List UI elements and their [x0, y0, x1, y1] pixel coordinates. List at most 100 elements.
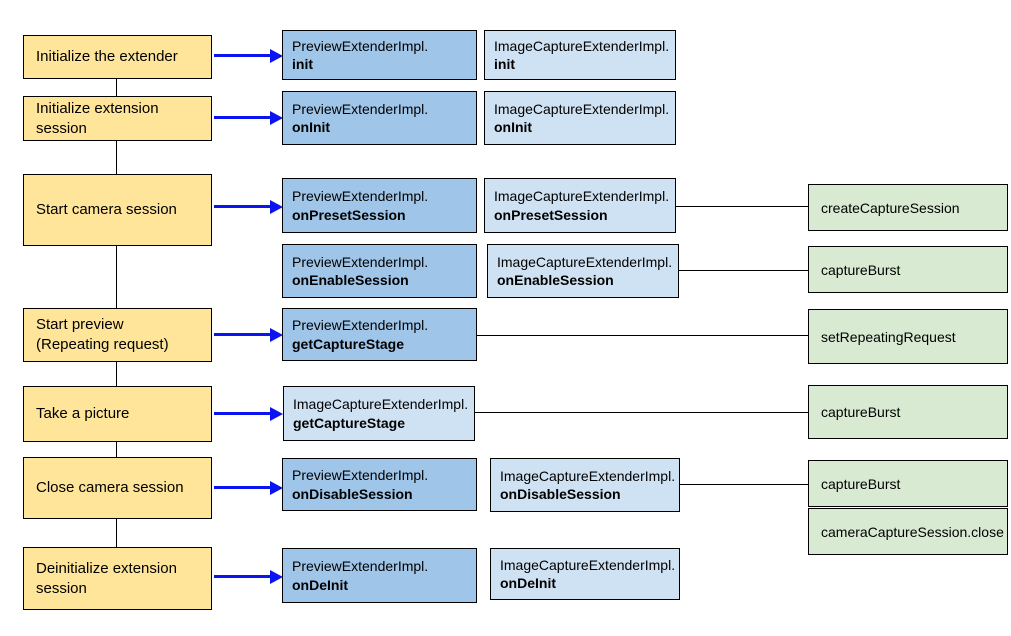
preview-extender-box-ondisablesession: PreviewExtenderImpl.onDisableSession [282, 458, 477, 511]
arrow-shaft [214, 412, 272, 415]
connector-line [475, 412, 808, 413]
camera2-box-createcapturesession: createCaptureSession [808, 184, 1008, 231]
image-capture-extender-box-onpresetsession: ImageCaptureExtenderImpl.onPresetSession [484, 178, 676, 233]
camera2-box-captureburst-1: captureBurst [808, 246, 1008, 293]
class-name: PreviewExtenderImpl. [292, 37, 429, 54]
class-name: PreviewExtenderImpl. [292, 253, 429, 270]
action-label: Deinitialize extension session [36, 559, 177, 597]
preview-extender-box-ondeinit: PreviewExtenderImpl.onDeInit [282, 548, 477, 603]
arrow-head [270, 570, 283, 584]
connector-line [116, 442, 117, 457]
camera2-label: cameraCaptureSession.close [821, 523, 1004, 540]
action-label: Initialize extension session [36, 99, 159, 137]
flow-arrow-icon [214, 481, 283, 495]
arrow-head [270, 111, 283, 125]
preview-extender-box-oninit: PreviewExtenderImpl. onInit [282, 91, 477, 145]
method-name: onDeInit [292, 576, 348, 593]
method-name: onInit [292, 119, 331, 135]
class-name: ImageCaptureExtenderImpl. [494, 100, 670, 117]
camera2-box-cameracapturesession-close: cameraCaptureSession.close [808, 508, 1008, 555]
image-capture-extender-box-init: ImageCaptureExtenderImpl. init [484, 30, 676, 80]
flow-arrow-icon [214, 49, 283, 63]
arrow-head [270, 200, 283, 214]
class-name: ImageCaptureExtenderImpl. [500, 556, 676, 573]
preview-extender-box-onpresetsession: PreviewExtenderImpl.onPresetSession [282, 178, 477, 233]
camera2-label: createCaptureSession [821, 199, 960, 216]
method-name: init [292, 56, 313, 72]
method-name: onDisableSession [500, 486, 621, 502]
method-name: onEnableSession [292, 272, 409, 288]
action-box-start-preview: Start preview (Repeating request) [23, 308, 212, 362]
class-name: PreviewExtenderImpl. [292, 188, 429, 205]
connector-line [116, 79, 117, 96]
camera2-label: captureBurst [821, 261, 901, 278]
action-label: Initialize the extender [36, 48, 178, 66]
connector-line [116, 141, 117, 174]
camera2-label: captureBurst [821, 404, 901, 420]
flow-arrow-icon [214, 570, 283, 584]
image-capture-extender-box-onenablesession: ImageCaptureExtenderImpl. onEnableSession [487, 244, 679, 298]
arrow-head [270, 49, 283, 63]
action-box-take-a-picture: Take a picture [23, 386, 212, 442]
flow-arrow-icon [214, 328, 283, 342]
method-name: onPresetSession [292, 206, 406, 223]
preview-extender-box-getcapturestage: PreviewExtenderImpl.getCaptureStage [282, 308, 477, 361]
action-box-start-camera-session: Start camera session [23, 174, 212, 246]
connector-line [477, 335, 808, 336]
arrow-shaft [214, 54, 272, 57]
class-name: PreviewExtenderImpl. [292, 100, 429, 117]
camera2-label: setRepeatingRequest [821, 328, 956, 345]
image-capture-extender-box-ondisablesession: ImageCaptureExtenderImpl. onDisableSessio… [490, 458, 680, 512]
action-box-initialize-extension-session: Initialize extension session [23, 96, 212, 141]
camera2-box-setrepeatingrequest: setRepeatingRequest [808, 309, 1008, 364]
arrow-head [270, 407, 283, 421]
connector-line [116, 362, 117, 386]
method-name: onDisableSession [292, 485, 413, 502]
method-name: getCaptureStage [293, 414, 406, 431]
method-name: onInit [494, 119, 533, 135]
connector-line [680, 484, 808, 485]
method-name: init [494, 56, 515, 72]
action-label: Close camera session [36, 479, 184, 497]
class-name: ImageCaptureExtenderImpl. [494, 37, 670, 54]
preview-extender-box-init: PreviewExtenderImpl. init [282, 30, 477, 80]
arrow-head [270, 328, 283, 342]
class-name: ImageCaptureExtenderImpl. [497, 253, 673, 270]
flow-arrow-icon [214, 111, 283, 125]
image-capture-extender-box-oninit: ImageCaptureExtenderImpl. onInit [484, 91, 676, 145]
class-name: PreviewExtenderImpl. [292, 558, 429, 575]
image-capture-extender-box-ondeinit: ImageCaptureExtenderImpl. onDeInit [490, 548, 680, 600]
camera2-box-captureburst-2: captureBurst [808, 385, 1008, 439]
arrow-shaft [214, 205, 272, 208]
action-box-close-camera-session: Close camera session [23, 457, 212, 519]
camera2-label: captureBurst [821, 475, 901, 492]
action-label: Start camera session [36, 201, 177, 219]
connector-line [676, 206, 808, 207]
connector-line [679, 270, 808, 271]
method-name: onDeInit [500, 575, 556, 591]
arrow-shaft [214, 486, 272, 489]
method-name: getCaptureStage [292, 335, 405, 352]
connector-line [116, 519, 117, 547]
action-label: Start preview (Repeating request) [36, 316, 169, 353]
method-name: onPresetSession [494, 206, 608, 223]
class-name: ImageCaptureExtenderImpl. [500, 467, 676, 484]
image-capture-extender-box-getcapturestage: ImageCaptureExtenderImpl.getCaptureStage [283, 386, 475, 441]
flow-arrow-icon [214, 407, 283, 421]
flow-arrow-icon [214, 200, 283, 214]
arrow-shaft [214, 116, 272, 119]
action-box-deinitialize-extension-session: Deinitialize extension session [23, 547, 212, 610]
action-label: Take a picture [36, 405, 130, 423]
method-name: onEnableSession [497, 272, 614, 288]
arrow-shaft [214, 575, 272, 578]
class-name: PreviewExtenderImpl. [292, 317, 429, 334]
camera2-box-captureburst-3: captureBurst [808, 460, 1008, 507]
arrow-head [270, 481, 283, 495]
class-name: PreviewExtenderImpl. [292, 467, 429, 484]
connector-line [116, 246, 117, 308]
class-name: ImageCaptureExtenderImpl. [293, 396, 469, 413]
class-name: ImageCaptureExtenderImpl. [494, 188, 670, 205]
action-box-initialize-extender: Initialize the extender [23, 35, 212, 79]
preview-extender-box-onenablesession: PreviewExtenderImpl. onEnableSession [282, 244, 477, 298]
